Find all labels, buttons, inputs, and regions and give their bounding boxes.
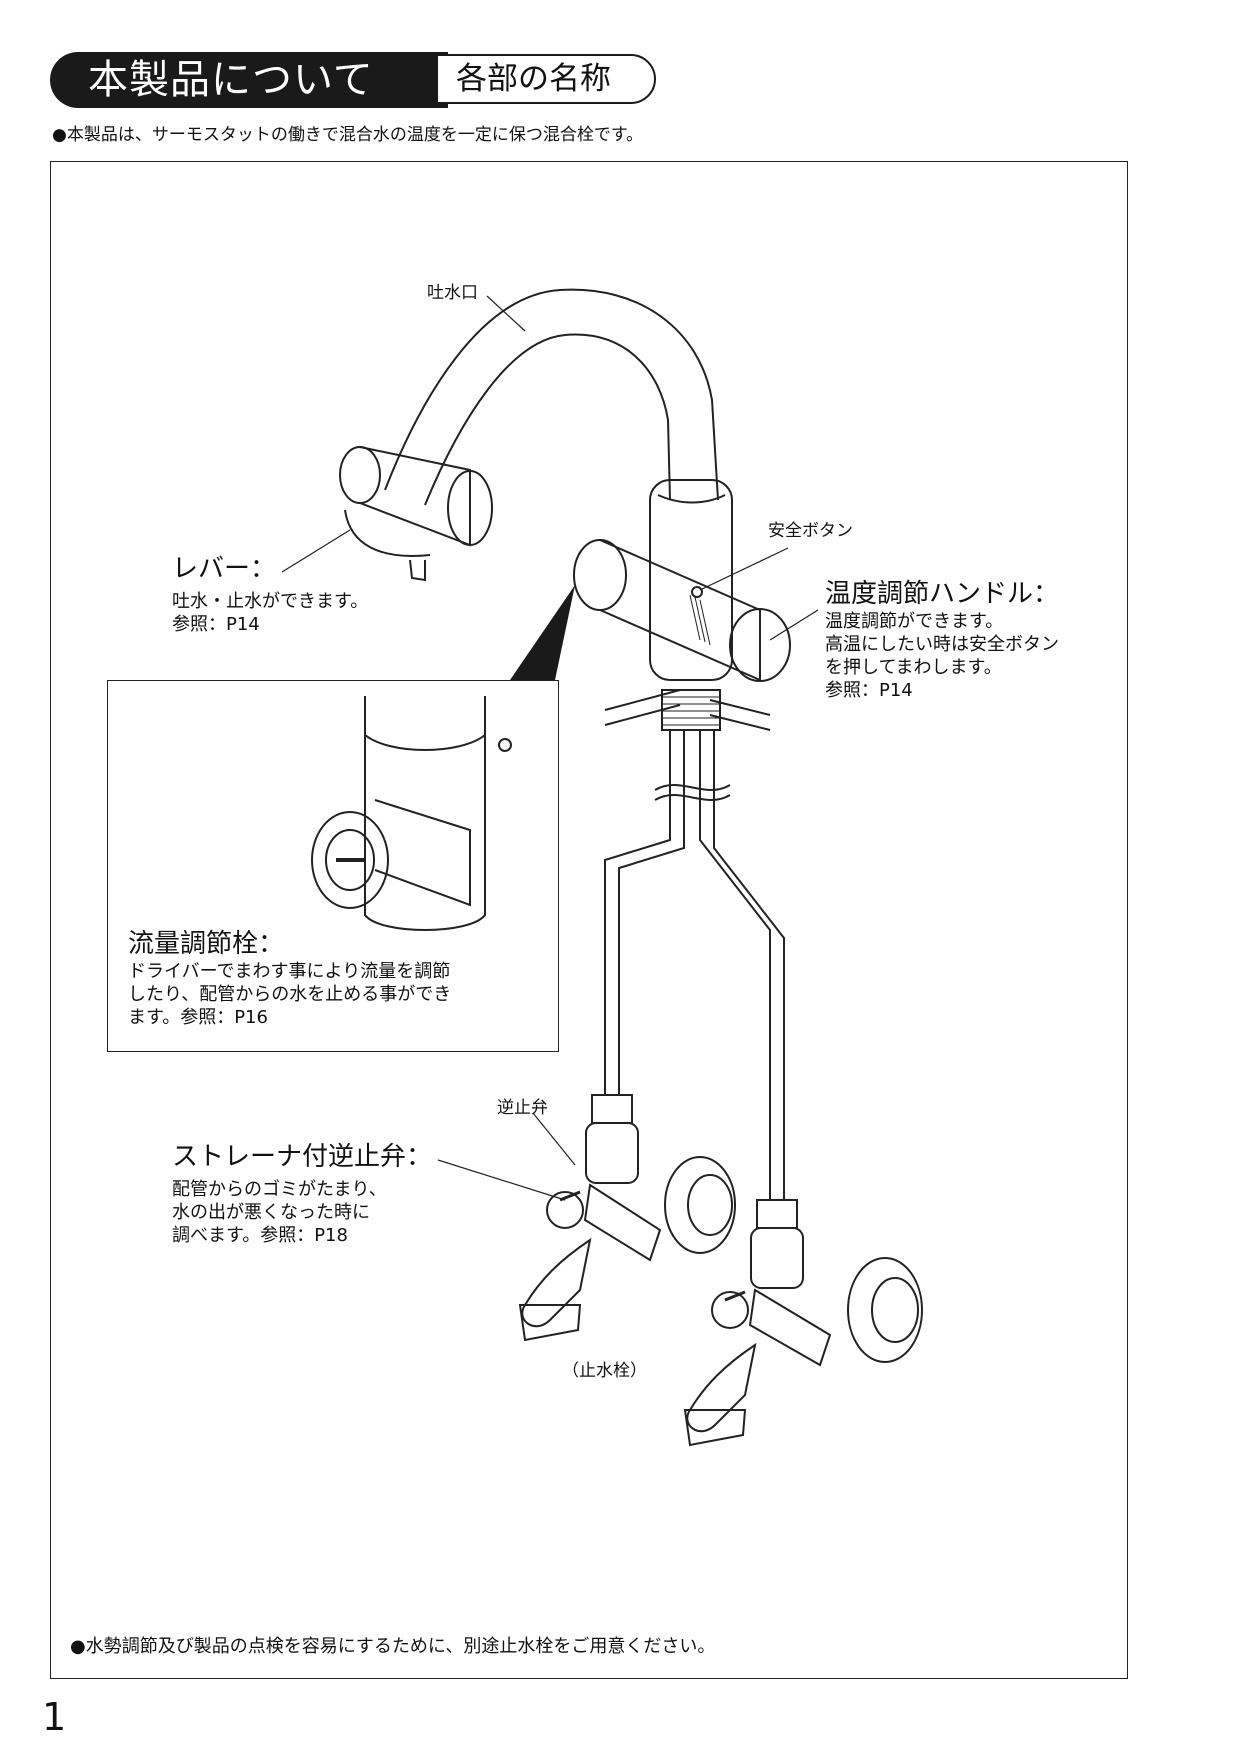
left-stop-valve-icon [518,1094,736,1342]
label-check-valve: 逆止弁 [497,1098,548,1118]
label-stop-valve: （止水栓） [562,1361,647,1381]
label-flow-valve-desc: ドライバーでまわす事により流量を調節 したり、配管からの水を止める事ができ ます… [128,961,452,1028]
label-safety-button: 安全ボタン [768,521,853,541]
zoom-callout-pointer [510,585,575,680]
bottom-note: ●水勢調節及び製品の点検を容易にするために、別途止水栓をご用意ください。 [70,1636,716,1657]
header-subtitle-pill [436,54,656,104]
spout-icon [384,288,719,501]
label-temp-handle-title: 温度調節ハンドル： [825,579,1060,609]
flow-valve-inset [107,680,559,1052]
supply-pipe-left [604,730,671,1095]
label-flow-valve-title: 流量調節栓： [128,929,285,959]
intro-text: ●本製品は、サーモスタットの働きで混合水の温度を一定に保つ混合栓です。 [52,125,644,145]
section-title: 本製品について [88,57,374,103]
label-strainer-valve-title: ストレーナ付逆止弁： [172,1142,433,1172]
label-temp-handle-desc: 温度調節ができます。 高温にしたい時は安全ボタン を押してまわします。 参照：P… [825,611,1059,701]
flow-valve-screw-icon [311,811,389,909]
right-stop-valve-icon [683,1199,923,1447]
label-lever-title: レバー： [172,554,277,584]
temperature-handle-icon [573,539,791,682]
label-lever-desc: 吐水・止水ができます。 参照：P14 [172,591,369,635]
lever-icon [339,446,493,582]
section-subtitle: 各部の名称 [456,61,611,97]
label-strainer-valve-desc: 配管からのゴミがたまり、 水の出が悪くなった時に 調べます。参照：P18 [172,1179,387,1246]
diagram-frame [50,161,1128,1679]
safety-button-icon [691,586,703,598]
label-spout: 吐水口 [427,283,478,303]
page-number: 1 [42,1695,67,1739]
supply-pipe-right [699,730,771,1200]
header-title-banner [50,52,448,108]
